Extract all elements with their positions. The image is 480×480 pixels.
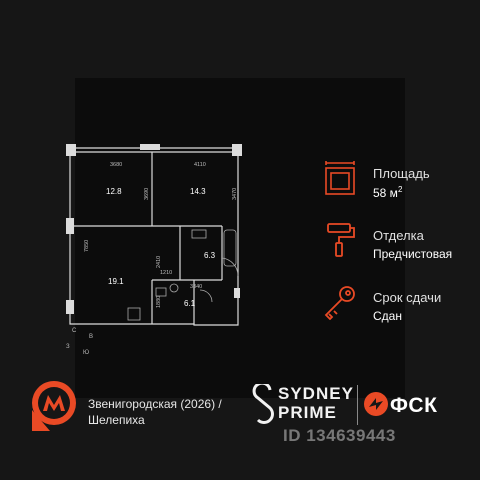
metro-line: Звенигородская (2026) / (88, 397, 222, 411)
spec-area: Площадь 58 м2 (322, 158, 472, 220)
dimension-label: 7850 (84, 240, 90, 252)
room-area-4: 19.1 (108, 277, 124, 286)
dimension-label: 3340 (190, 284, 202, 290)
key-icon (324, 286, 355, 320)
metro-stations: Звенигородская (2026) / Шелепиха (88, 396, 222, 428)
dimension-label: 2410 (156, 256, 162, 268)
fsk-wordmark: ФСК (390, 394, 438, 417)
sydney-prime-logo-icon (252, 384, 274, 424)
room-area-5: 6.1 (184, 299, 196, 308)
spec-value: Сдан (373, 309, 402, 323)
spec-finish: Отделка Предчистовая (322, 220, 472, 282)
brand-line: PRIME (278, 403, 337, 422)
compass-south: Ю (83, 350, 90, 356)
room-area-2: 14.3 (190, 187, 206, 196)
dimension-label: 1880 (156, 296, 162, 308)
specs-list: Площадь 58 м2 Отделка Предчистовая Срок … (322, 158, 472, 344)
sydney-prime-wordmark: SYDNEY PRIME (278, 384, 354, 422)
spec-label: Срок сдачи (373, 290, 442, 305)
spec-value: Предчистовая (373, 247, 453, 261)
listing-id-watermark: ID 134639443 (283, 426, 396, 445)
logo-divider (357, 385, 358, 425)
room-area-3: 6.3 (204, 251, 216, 260)
compass-north: С (72, 328, 77, 334)
dimension-label: 4110 (194, 162, 206, 168)
spec-value: 58 м2 (373, 185, 403, 200)
spec-label: Площадь (373, 166, 430, 181)
dimension-label: 3680 (110, 162, 122, 168)
dimension-label: 1210 (160, 270, 172, 276)
dimension-label: 3690 (144, 188, 150, 200)
spec-delivery: Срок сдачи Сдан (322, 282, 472, 344)
metro-icon (32, 381, 76, 431)
paint-roller-icon (327, 223, 355, 257)
floor-plan-panel (75, 78, 405, 398)
compass-east: В (89, 334, 94, 340)
metro-line: Шелепиха (88, 413, 145, 427)
spec-label: Отделка (373, 228, 424, 243)
brand-line: SYDNEY (278, 384, 354, 403)
floor-plan: 12.8 14.3 6.3 19.1 6.1 3680 4110 3690 34… (66, 144, 242, 326)
fsk-logo-icon (364, 392, 388, 416)
compass-west: З (66, 344, 70, 350)
area-square-icon (325, 161, 355, 195)
dimension-label: 3470 (232, 188, 238, 200)
room-area-1: 12.8 (106, 187, 122, 196)
